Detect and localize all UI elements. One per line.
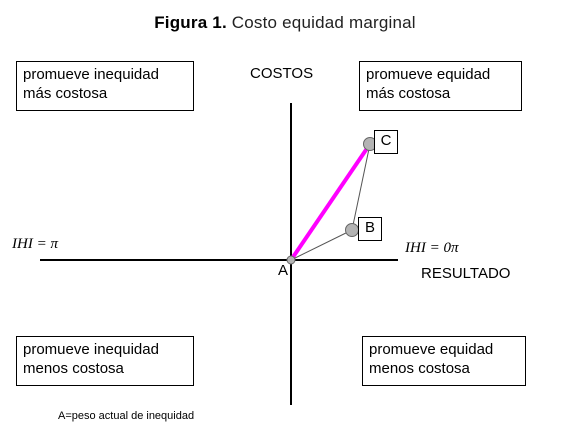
- quadrant-bottom-left-box: promueve inequidad menos costosa: [16, 336, 194, 386]
- quadrant-top-right-box: promueve equidad más costosa: [359, 61, 522, 111]
- quadrant-bottom-right-line1: promueve equidad: [369, 341, 494, 358]
- point-b-marker: [345, 223, 359, 237]
- footnote: A=peso actual de inequidad: [58, 410, 195, 422]
- highlight-line-a-c: [289, 142, 372, 262]
- point-b-label: B: [358, 217, 382, 241]
- ihi-right-label: IHI = 0π: [405, 240, 459, 256]
- connector-b-c: [351, 143, 371, 231]
- figure-title: Figura 1. Costo equidad marginal: [0, 13, 570, 33]
- point-a-label: A: [278, 262, 289, 279]
- ihi-left-label: IHI = π: [12, 236, 58, 252]
- quadrant-bottom-left-line2: menos costosa: [23, 360, 124, 377]
- quadrant-top-right-line1: promueve equidad: [366, 66, 491, 83]
- point-a-marker: [286, 255, 296, 265]
- point-c-label: C: [374, 130, 398, 154]
- figure-number: Figura 1.: [154, 13, 227, 32]
- quadrant-top-left-line1: promueve inequidad: [23, 66, 159, 83]
- vertical-axis-label: COSTOS: [250, 65, 314, 82]
- horizontal-axis-label: RESULTADO: [421, 265, 511, 282]
- quadrant-bottom-left-line1: promueve inequidad: [23, 341, 159, 358]
- figure-caption: Costo equidad marginal: [226, 13, 416, 32]
- quadrant-bottom-right-box: promueve equidad menos costosa: [362, 336, 526, 386]
- quadrant-bottom-right-line2: menos costosa: [369, 360, 470, 377]
- quadrant-top-right-line2: más costosa: [366, 85, 451, 102]
- quadrant-top-left-box: promueve inequidad más costosa: [16, 61, 194, 111]
- quadrant-top-left-line2: más costosa: [23, 85, 108, 102]
- connector-a-b: [290, 229, 353, 261]
